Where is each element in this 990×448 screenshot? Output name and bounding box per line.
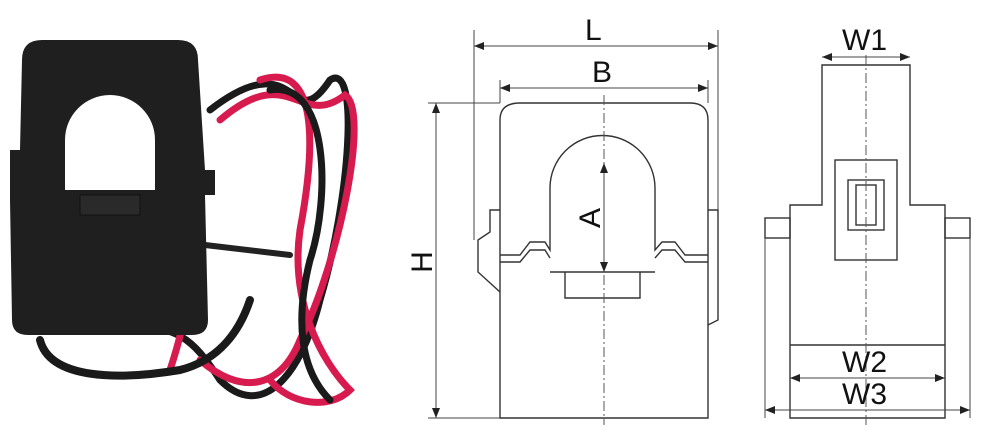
dimension-label-w2: W2 — [842, 346, 887, 379]
ct-aperture — [65, 95, 155, 190]
product-photo — [10, 40, 358, 406]
side-view-drawing: W1 W2 W3 — [764, 24, 971, 425]
dimension-label-b: B — [592, 56, 612, 89]
front-view-drawing: L B H A — [406, 14, 719, 425]
dimension-label-w1: W1 — [842, 24, 887, 57]
dimension-label-l: L — [585, 14, 602, 47]
dimension-label-w3: W3 — [842, 378, 887, 411]
dimension-label-h: H — [406, 251, 439, 273]
dimension-label-a: A — [574, 208, 607, 228]
